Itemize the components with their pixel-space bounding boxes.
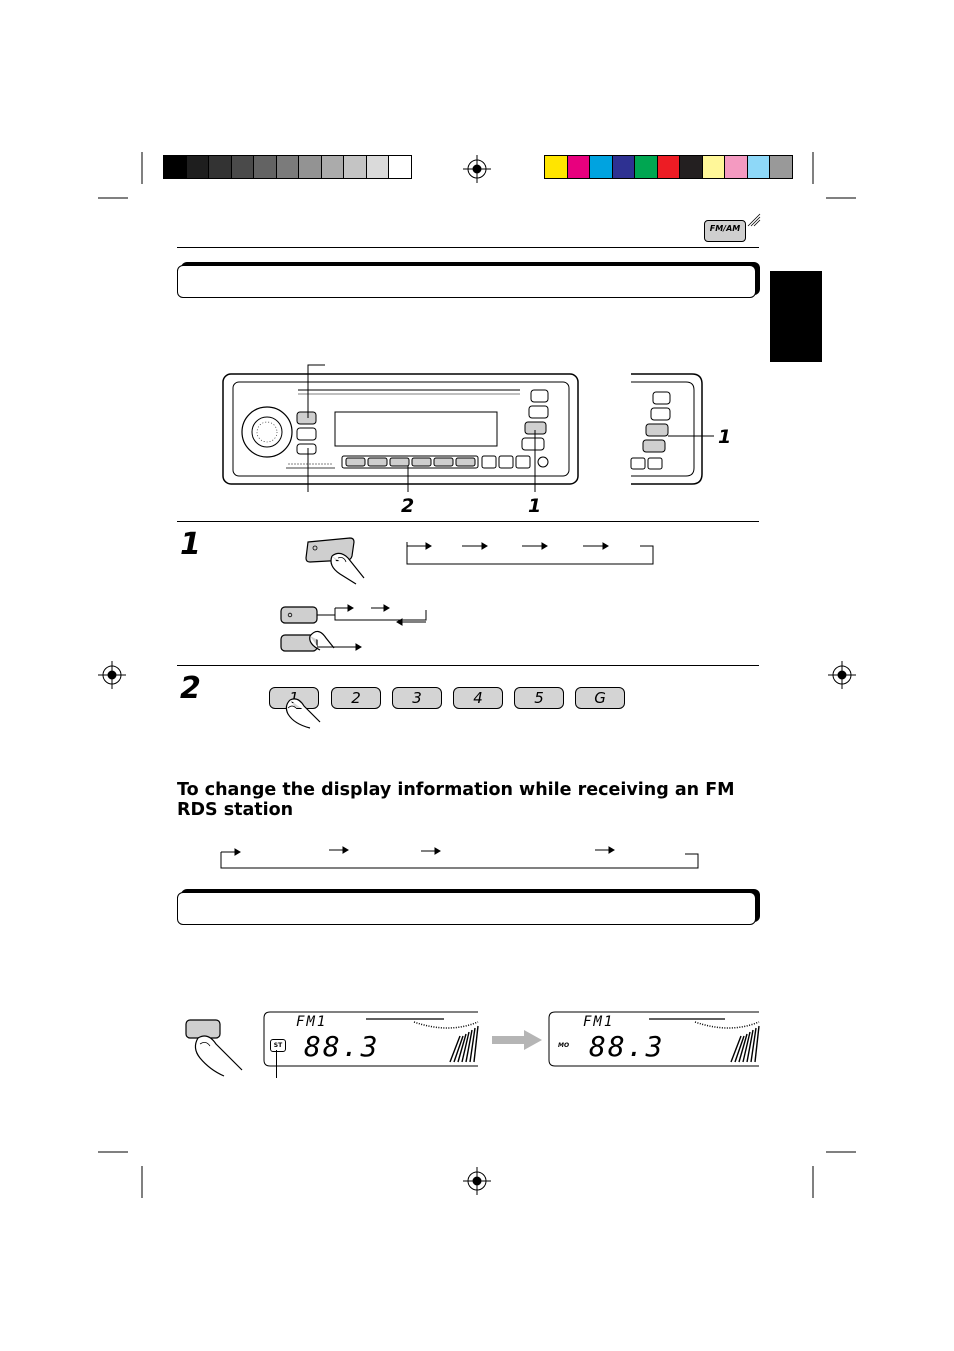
fm-am-icon-label: FM/AM xyxy=(709,224,741,233)
step1-number: 1 xyxy=(180,527,201,562)
step2-rule xyxy=(177,665,759,666)
lcd-frequency: 88.3 xyxy=(304,1030,380,1063)
gray-swatch xyxy=(275,156,299,178)
color-swatch xyxy=(589,156,612,178)
callout-band-button: 1 xyxy=(528,495,542,517)
step2-number: 2 xyxy=(180,671,201,706)
step1-band-press-illustration xyxy=(305,537,365,585)
gray-swatch xyxy=(164,156,186,178)
color-swatch xyxy=(701,156,725,178)
preset-label-5: 5 xyxy=(534,689,544,707)
mono-button-press-illustration xyxy=(185,1019,243,1077)
color-swatch xyxy=(545,156,567,178)
lcd-band-label: FM1 xyxy=(296,1014,328,1030)
color-swatch xyxy=(724,156,747,178)
header-rule xyxy=(177,247,759,248)
color-swatch xyxy=(611,156,635,178)
gray-swatch xyxy=(185,156,209,178)
step1-rule xyxy=(177,521,759,522)
color-swatch xyxy=(746,156,770,178)
preset-button-3[interactable]: 3 xyxy=(392,687,442,709)
gray-swatch xyxy=(388,156,412,178)
arrow-right-icon xyxy=(492,1030,542,1050)
color-swatch xyxy=(679,156,702,178)
lcd-frame xyxy=(548,1011,760,1067)
signal-waves-icon xyxy=(747,213,761,227)
lcd-display-mono: FM1 88.3 MO xyxy=(548,1011,760,1067)
color-swatch xyxy=(769,156,793,178)
section-bar-2 xyxy=(177,892,756,925)
stereo-indicator-leader xyxy=(276,1050,277,1078)
gray-swatch xyxy=(230,156,254,178)
preset-button-6[interactable]: G xyxy=(575,687,625,709)
color-swatch xyxy=(656,156,680,178)
rds-display-cycle-diagram xyxy=(220,846,699,869)
gray-swatch xyxy=(320,156,344,178)
section-bar-1 xyxy=(177,265,756,298)
language-side-tab xyxy=(770,271,822,362)
crosshair-right xyxy=(828,661,856,689)
gray-swatch xyxy=(343,156,366,178)
color-swatch xyxy=(634,156,657,178)
rds-display-heading: To change the display information while … xyxy=(177,780,735,820)
preset-label-2: 2 xyxy=(351,689,361,707)
gray-swatch xyxy=(208,156,231,178)
preset-label-6: G xyxy=(594,689,606,707)
lcd-display-stereo: FM1 88.3 ST xyxy=(263,1011,479,1067)
step1-band-cycle-diagram xyxy=(406,542,654,565)
lcd-frequency: 88.3 xyxy=(589,1030,665,1063)
callout-band-button-detail: 1 xyxy=(718,426,732,448)
lcd-frame xyxy=(263,1011,479,1067)
fm-am-mode-icon: FM/AM xyxy=(704,220,746,242)
preset-button-2[interactable]: 2 xyxy=(331,687,381,709)
lcd-band-label: FM1 xyxy=(583,1014,615,1030)
mono-indicator: MO xyxy=(558,1042,570,1049)
step1-alt-button-illustration xyxy=(280,604,427,652)
crosshair-left xyxy=(98,661,126,689)
gray-swatch xyxy=(253,156,276,178)
preset-button-4[interactable]: 4 xyxy=(453,687,503,709)
car-stereo-illustration xyxy=(222,364,714,492)
gray-swatch xyxy=(298,156,321,178)
crosshair-bottom xyxy=(463,1167,491,1195)
preset-label-4: 4 xyxy=(473,689,483,707)
finger-pressing-icon xyxy=(285,698,321,729)
grayscale-calibration-strip xyxy=(163,155,412,179)
preset-button-5[interactable]: 5 xyxy=(514,687,564,709)
crosshair-top xyxy=(463,155,491,183)
preset-label-3: 3 xyxy=(412,689,422,707)
color-calibration-strip xyxy=(544,155,793,179)
stereo-indicator: ST xyxy=(270,1039,286,1052)
color-swatch xyxy=(566,156,590,178)
callout-preset-buttons: 2 xyxy=(401,495,415,517)
gray-swatch xyxy=(365,156,389,178)
preset-label-1: 1 xyxy=(289,689,299,707)
